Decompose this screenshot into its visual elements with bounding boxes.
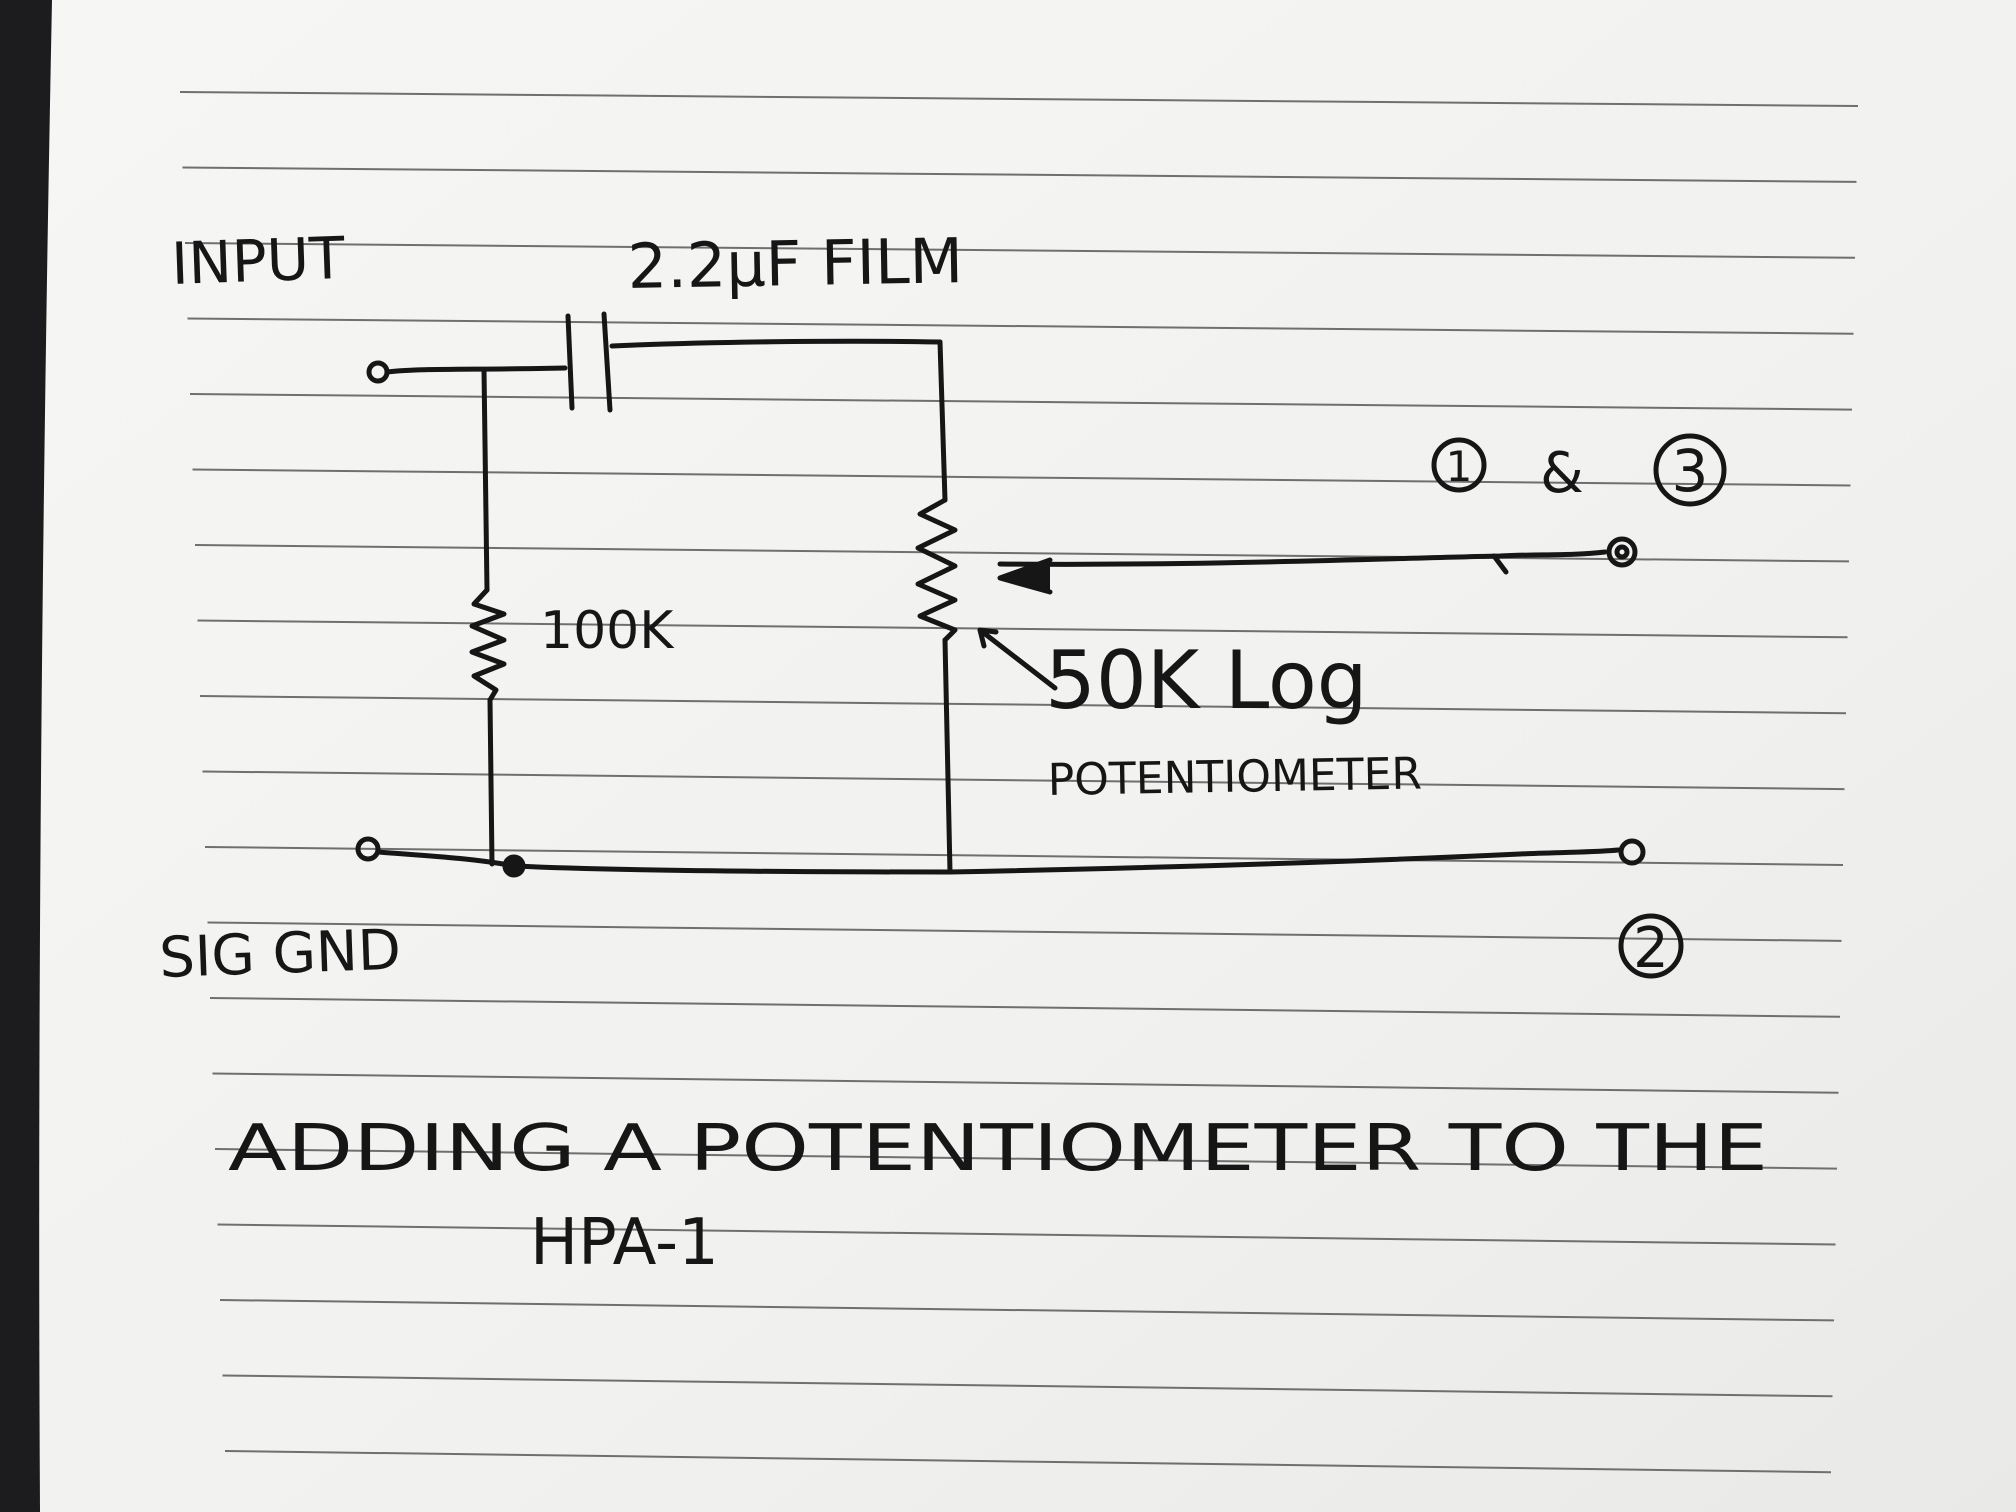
ruled-line <box>179 91 1859 107</box>
capacitor-output-wire <box>609 338 943 349</box>
pot-type-label: POTENTIOMETER <box>1047 748 1422 806</box>
input-label: INPUT <box>170 224 346 298</box>
resistor-bottom-wire <box>487 697 495 867</box>
ruled-line <box>219 1299 1835 1322</box>
resistor-label: 100K <box>540 601 675 661</box>
circuit <box>355 311 1727 979</box>
ruled-line <box>202 770 1845 791</box>
caption-line-1: ADDING A POTENTIOMETER TO THE <box>228 1112 1768 1186</box>
caption-line-2: HPA-1 <box>530 1206 719 1280</box>
ground-output-terminal <box>1618 838 1646 866</box>
ruled-line <box>199 695 1847 715</box>
pot-adjust-arrow <box>977 627 1058 691</box>
resistor-top-wire <box>481 367 490 593</box>
ground-junction-dot <box>502 854 526 878</box>
resistor-100k <box>469 587 507 703</box>
pot-top-wire <box>937 339 948 503</box>
ruled-line <box>184 242 1856 259</box>
capacitor-plate-right <box>601 311 613 413</box>
ground-label: SIG GND <box>158 918 402 991</box>
ruled-line <box>187 317 1854 335</box>
pin-3-circle <box>1653 433 1727 507</box>
pot-adjust-arrowhead <box>977 627 999 649</box>
potentiometer-resistor <box>915 497 958 643</box>
ruled-line <box>224 1450 1832 1474</box>
notebook-paper <box>39 0 2016 1512</box>
ruled-line <box>209 997 1841 1018</box>
wiper-terminal-inner <box>1614 544 1630 560</box>
ruled-line <box>207 921 1842 942</box>
ruled-line <box>192 468 1851 487</box>
pin-1-circle <box>1431 437 1487 493</box>
pin-3-label: 3 <box>1672 437 1709 505</box>
ruled-line <box>194 544 1850 563</box>
pot-bottom-wire <box>942 637 953 875</box>
ruled-line <box>217 1223 1836 1246</box>
input-wire <box>384 365 568 375</box>
ruled-line <box>189 393 1853 411</box>
ruled-line <box>222 1374 1833 1398</box>
pin-connector-label: & <box>1540 441 1584 506</box>
wiper-wire-tail <box>1491 553 1509 575</box>
pot-value-label: 50K Log <box>1045 634 1368 727</box>
capacitor-plate-left <box>565 313 575 411</box>
capacitor-label: 2.2μF FILM <box>627 224 964 303</box>
ruled-line <box>182 166 1857 183</box>
ruled-line <box>214 1148 1838 1170</box>
ruled-line <box>204 846 1844 866</box>
wiper-wire <box>997 549 1608 567</box>
pin-2-circle <box>1618 913 1684 979</box>
pin-1-label: 1 <box>1446 442 1473 491</box>
wiper-terminal <box>1606 536 1638 568</box>
ground-input-terminal <box>355 836 381 862</box>
pin-2-label: 2 <box>1633 916 1669 981</box>
ruled-lines <box>179 91 1859 1474</box>
ruled-line <box>212 1072 1839 1094</box>
